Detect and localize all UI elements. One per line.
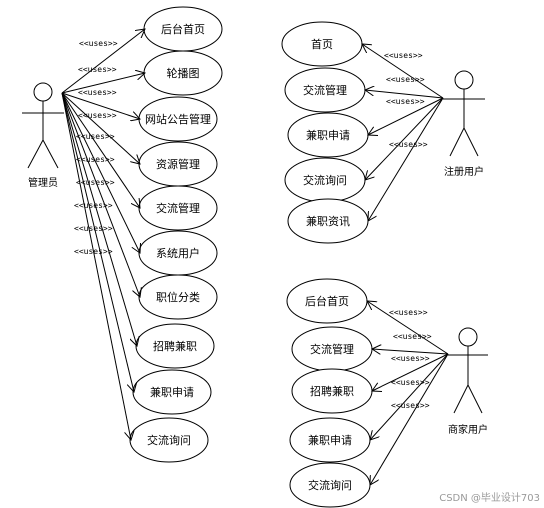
user-uses-labels: <<uses>> <<uses>> <<uses>> <<uses>> [384, 51, 428, 149]
usecase-label: 职位分类 [156, 290, 200, 304]
usecase-label: 兼职申请 [150, 386, 194, 399]
actor-merchant-label: 商家用户 [448, 423, 488, 436]
usecase-label: 兼职申请 [308, 434, 352, 447]
usecase-admin-2: 轮播图 [143, 50, 223, 96]
usecase-user-5: 兼职资讯 [287, 198, 369, 244]
watermark: CSDN @毕业设计703 [439, 491, 540, 504]
uses-label: <<uses>> [78, 65, 117, 74]
usecase-label: 交流管理 [303, 83, 347, 97]
uses-label: <<uses>> [78, 88, 117, 97]
usecase-label: 交流管理 [310, 342, 354, 356]
merchant-uses-labels: <<uses>> <<uses>> <<uses>> <<uses>> <<us… [389, 308, 432, 410]
usecase-label: 网站公告管理 [145, 112, 211, 126]
uses-label: <<uses>> [386, 97, 425, 106]
uses-label: <<uses>> [391, 354, 430, 363]
admin-associations [61, 29, 145, 440]
usecase-admin-10: 交流询问 [129, 417, 209, 463]
usecase-user-3: 兼职申请 [287, 112, 369, 158]
uses-label: <<uses>> [74, 201, 113, 210]
usecase-label: 交流询问 [308, 478, 352, 492]
uses-label: <<uses>> [389, 308, 428, 317]
usecase-label: 资源管理 [156, 157, 200, 171]
uses-label: <<uses>> [391, 378, 430, 387]
usecase-label: 系统用户 [156, 246, 200, 260]
usecase-admin-5: 交流管理 [138, 185, 218, 231]
uses-label: <<uses>> [74, 224, 113, 233]
usecase-label: 后台首页 [161, 22, 205, 36]
actor-registered-user: 注册用户 [443, 70, 485, 178]
admin-uses-labels: <<uses>> <<uses>> <<uses>> <<uses>> <<us… [74, 39, 118, 256]
usecase-label: 轮播图 [167, 66, 200, 80]
actor-admin: 管理员 [22, 82, 64, 189]
actor-merchant: 商家用户 [448, 327, 488, 436]
merchant-associations [367, 301, 449, 485]
uses-label: <<uses>> [78, 111, 117, 120]
uses-label: <<uses>> [76, 132, 115, 141]
actor-registered-user-label: 注册用户 [444, 165, 484, 178]
uses-label: <<uses>> [393, 332, 432, 341]
usecase-admin-1: 后台首页 [143, 6, 223, 52]
user-associations [362, 44, 444, 221]
usecase-merchant-4: 兼职申请 [289, 417, 371, 463]
usecase-user-4: 交流询问 [284, 157, 366, 203]
uses-label: <<uses>> [74, 247, 113, 256]
usecase-label: 首页 [311, 37, 333, 51]
usecase-admin-3: 网站公告管理 [138, 96, 218, 142]
usecase-admin-8: 招聘兼职 [135, 323, 215, 369]
uses-label: <<uses>> [76, 178, 115, 187]
usecase-admin-6: 系统用户 [138, 230, 218, 276]
uses-label: <<uses>> [76, 155, 115, 164]
usecase-admin-7: 职位分类 [138, 274, 218, 320]
usecase-merchant-3: 招聘兼职 [291, 368, 373, 414]
usecase-label: 兼职资讯 [306, 215, 350, 228]
uses-label: <<uses>> [386, 75, 425, 84]
uses-label: <<uses>> [384, 51, 423, 60]
uses-label: <<uses>> [391, 401, 430, 410]
usecase-user-1: 首页 [281, 21, 363, 67]
uses-label: <<uses>> [389, 140, 428, 149]
usecase-merchant-5: 交流询问 [289, 462, 371, 508]
usecase-admin-4: 资源管理 [138, 141, 218, 187]
usecase-user-2: 交流管理 [284, 67, 366, 113]
usecase-label: 后台首页 [305, 294, 349, 308]
usecase-label: 兼职申请 [306, 129, 350, 142]
usecase-label: 招聘兼职 [310, 384, 354, 398]
usecase-merchant-1: 后台首页 [286, 278, 368, 324]
usecase-label: 交流询问 [303, 173, 347, 187]
usecase-label: 招聘兼职 [153, 339, 197, 353]
usecase-admin-9: 兼职申请 [132, 369, 212, 415]
usecase-merchant-2: 交流管理 [291, 326, 373, 372]
actor-admin-label: 管理员 [28, 176, 58, 189]
usecase-label: 交流询问 [147, 433, 191, 447]
uses-label: <<uses>> [79, 39, 118, 48]
usecase-label: 交流管理 [156, 201, 200, 215]
